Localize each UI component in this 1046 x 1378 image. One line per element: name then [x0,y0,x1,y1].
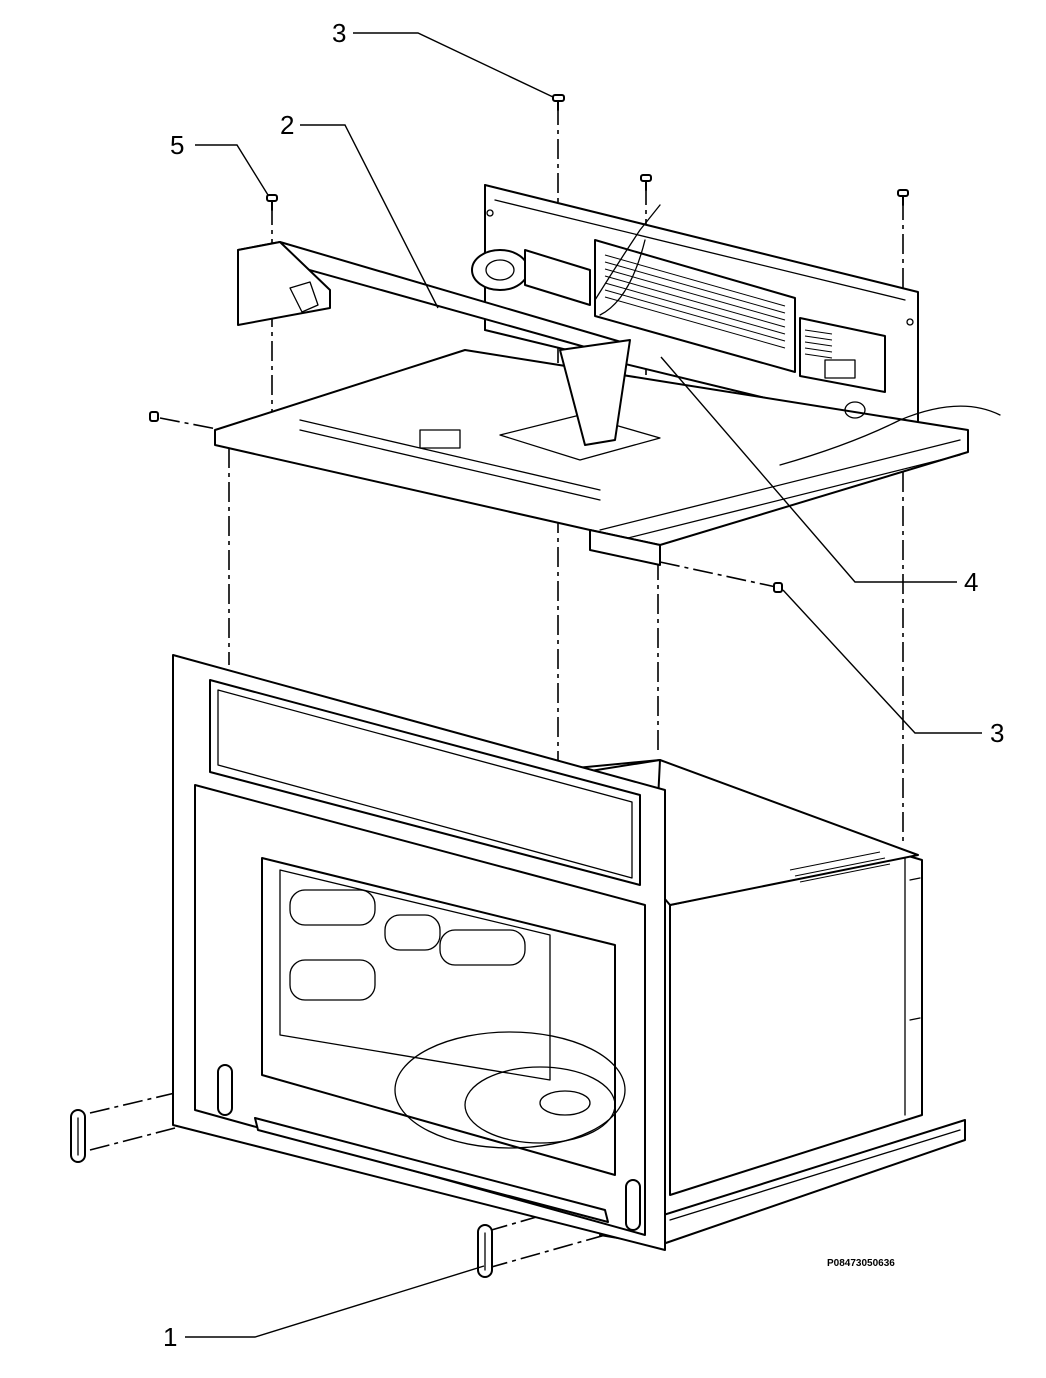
door-clip-1 [477,1224,493,1278]
screw-right-side-3 [773,582,783,593]
callout-4: 4 [964,567,978,597]
callout-2: 2 [280,110,294,140]
top-plate [214,339,1001,566]
screw-5 [266,194,278,211]
screw-top-3 [552,94,565,111]
reference-code: P08473050636 [827,1258,895,1269]
motor-assembly [471,204,661,316]
vent-grille [594,239,796,373]
callout-3-right: 3 [990,718,1004,748]
screw-right [897,189,909,206]
oven-side-panel [669,854,923,1196]
callout-3-top: 3 [332,18,346,48]
door-clip-left [70,1109,86,1163]
door-bottom-rail [254,1117,609,1223]
callout-1: 1 [163,1322,177,1352]
control-module [799,317,886,393]
screw-mid [640,174,652,191]
screw-left-side [149,411,159,422]
hinge-right [625,1179,641,1231]
oven-cavity [261,857,626,1176]
callout-5: 5 [170,130,184,160]
callout-leaders [185,32,982,1338]
hinge-left [217,1064,233,1116]
